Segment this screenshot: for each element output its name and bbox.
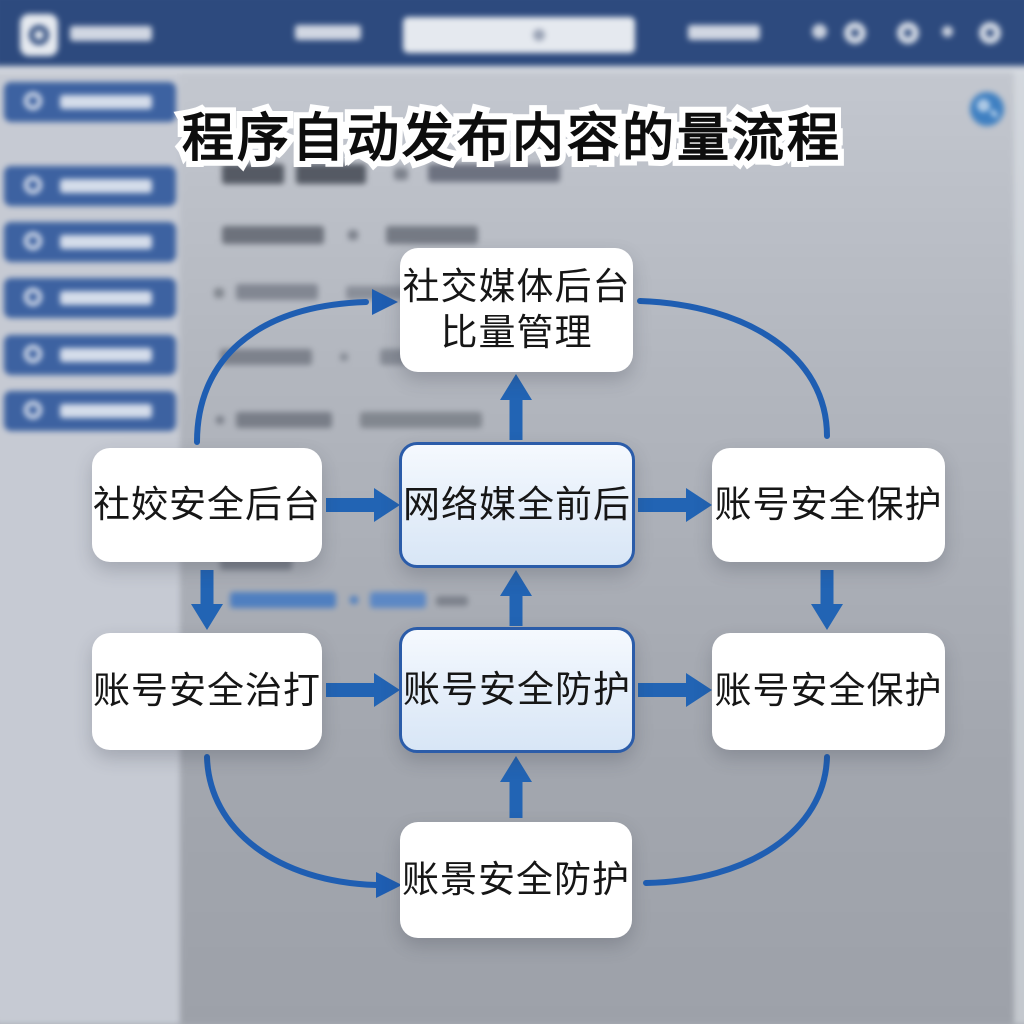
- sidebar-blurred-label: [60, 95, 152, 109]
- icon-dot: [904, 29, 912, 37]
- node-low-left: 账号安全治打: [92, 633, 322, 750]
- sidebar-item-5[interactable]: [4, 335, 176, 375]
- node-mid-right: 账号安全保护: [712, 448, 945, 562]
- arrowhead: [372, 289, 398, 315]
- edge-lowright-to-bottom: [643, 754, 830, 886]
- edge-lowcenter-to-lowright: [638, 673, 712, 707]
- sidebar-icon: [24, 401, 42, 419]
- node-mid-left: 社姣安全后台: [92, 448, 322, 562]
- node-mid-center: 网络媒全前后: [399, 442, 635, 568]
- blurred-text-bar: [394, 168, 408, 180]
- blurred-text-bar: [222, 226, 324, 244]
- sidebar-icon: [24, 176, 42, 194]
- sidebar-item-3[interactable]: [4, 222, 176, 262]
- edge-midcenter-to-top: [500, 374, 532, 440]
- edge-lowcenter-to-midcenter: [500, 570, 532, 626]
- notification-icon[interactable]: [844, 22, 866, 44]
- sidebar-icon: [24, 232, 42, 250]
- app-logo-icon[interactable]: [20, 14, 58, 56]
- blurred-text-bar: [236, 284, 318, 300]
- chevron-icon: [942, 26, 953, 37]
- node-low-right: 账号安全保护: [712, 633, 945, 750]
- sidebar-icon: [24, 345, 42, 363]
- magnifier-lens: [978, 100, 989, 111]
- edge-lowleft-to-lowcenter: [326, 673, 400, 707]
- blurred-link-bar: [370, 592, 426, 608]
- edge-midcenter-to-midright: [638, 488, 712, 522]
- sidebar-item-4[interactable]: [4, 278, 176, 318]
- scrollbar[interactable]: [1014, 72, 1024, 1024]
- icon-dot: [851, 29, 859, 37]
- settings-icon[interactable]: [897, 22, 919, 44]
- node-bottom: 账景安全防护: [400, 822, 632, 938]
- edge-bottom-to-lowcenter: [500, 756, 532, 818]
- edge-top-to-midright: [637, 298, 830, 439]
- sidebar-item-6[interactable]: [4, 391, 176, 431]
- edge-midright-to-lowright: [811, 570, 843, 630]
- avatar[interactable]: [979, 22, 1001, 44]
- blurred-link-bar: [350, 596, 358, 604]
- sidebar-item-1[interactable]: [4, 82, 176, 122]
- node-label-line: 社交媒体后台: [402, 265, 631, 307]
- blurred-link-bar: [230, 592, 336, 608]
- edge-midleft-to-midcenter: [326, 488, 400, 522]
- sidebar-icon: [24, 288, 42, 306]
- navbar-search-input[interactable]: [403, 17, 635, 53]
- blurred-text-bar: [348, 230, 358, 240]
- arrowhead: [376, 872, 402, 898]
- sidebar: [0, 72, 180, 1024]
- node-label-line: 比量管理: [440, 312, 593, 353]
- logo-ring: [29, 25, 49, 45]
- top-navbar: [0, 0, 1024, 72]
- blurred-text-bar: [214, 288, 224, 298]
- sidebar-blurred-label: [60, 404, 152, 418]
- blurred-text-bar: [386, 226, 478, 244]
- blurred-text-bar: [436, 596, 468, 606]
- sidebar-item-2[interactable]: [4, 166, 176, 206]
- edge-lowleft-to-bottom: [204, 754, 379, 888]
- search-clear-icon: [533, 29, 545, 41]
- search-icon[interactable]: [970, 92, 1004, 126]
- user-icon[interactable]: [812, 24, 827, 39]
- page-title: 程序自动发布内容的量流程: [182, 96, 842, 171]
- edge-midleft-to-top: [194, 299, 369, 445]
- icon-dot: [986, 29, 994, 37]
- edge-midleft-to-lowleft: [191, 570, 223, 630]
- navbar-divider: [0, 66, 1024, 72]
- sidebar-blurred-label: [60, 235, 152, 249]
- sidebar-blurred-label: [60, 348, 152, 362]
- navbar-blurred-label: [70, 26, 152, 41]
- sidebar-blurred-label: [60, 179, 152, 193]
- sidebar-icon: [24, 92, 42, 110]
- node-social-media-backend: 社交媒体后台 比量管理: [400, 248, 633, 372]
- navbar-blurred-label: [688, 25, 760, 40]
- sidebar-blurred-label: [60, 291, 152, 305]
- blurred-text-bar: [360, 412, 482, 428]
- node-low-center: 账号安全防护: [399, 627, 635, 753]
- navbar-blurred-label: [295, 25, 361, 40]
